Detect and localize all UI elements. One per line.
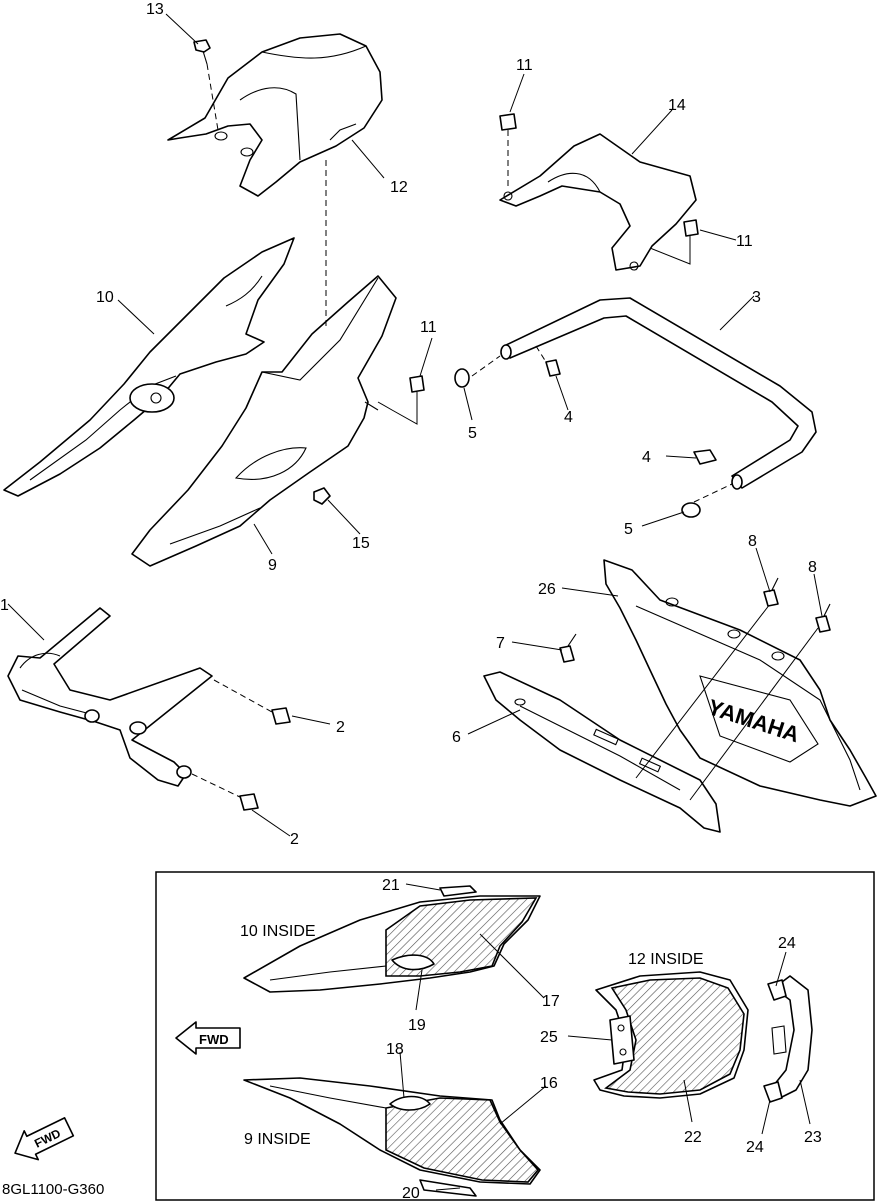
callout-9: 9 — [268, 557, 277, 574]
label-12-inside: 12 INSIDE — [628, 951, 704, 968]
callout-numbers: 13 12 10 11 14 11 11 3 5 4 4 5 15 9 1 2 … — [0, 1, 822, 1202]
part-6-bracket — [483, 603, 819, 833]
part-9-side-cover — [131, 275, 397, 567]
callout-11-right: 11 — [736, 233, 753, 250]
callout-10: 10 — [96, 289, 114, 306]
callout-15: 15 — [352, 535, 370, 552]
fwd-arrow-inset: FWD — [175, 1021, 241, 1055]
callout-7: 7 — [496, 635, 505, 652]
callout-17: 17 — [542, 993, 560, 1010]
part-21-strip — [439, 885, 477, 897]
inset-12-inside-view — [593, 971, 749, 1099]
callout-5-top: 5 — [468, 425, 477, 442]
fwd-label-inset: FWD — [199, 1032, 229, 1047]
inset-box — [155, 871, 875, 1201]
callout-3: 3 — [752, 289, 761, 306]
callout-18: 18 — [386, 1041, 404, 1058]
part-3-grab-bar — [471, 297, 817, 503]
callout-20: 20 — [402, 1185, 420, 1202]
part-15-bolt — [313, 487, 331, 505]
callout-19: 19 — [408, 1017, 426, 1034]
callout-16: 16 — [540, 1075, 558, 1092]
part-26-fender: YAMAHA — [603, 559, 877, 807]
part-10-side-cover — [3, 237, 295, 497]
part-8-rivet-a — [763, 577, 779, 607]
callout-13: 13 — [146, 1, 164, 18]
callout-23: 23 — [804, 1129, 822, 1146]
callout-2-top: 2 — [336, 719, 345, 736]
part-7-rivet — [559, 633, 577, 663]
inset-9-inside-view — [243, 1077, 541, 1185]
part-11-bolt-b — [499, 113, 517, 190]
callout-6: 6 — [452, 729, 461, 746]
callout-2-bottom: 2 — [290, 831, 299, 848]
leader-lines — [7, 13, 823, 837]
part-4-bolt-a — [535, 345, 561, 377]
diagram-code: 8GL1100-G360 — [2, 1181, 104, 1198]
callout-8-right: 8 — [808, 559, 817, 576]
part-8-rivet-b — [815, 603, 831, 633]
part-11-bolt-a — [377, 375, 425, 425]
part-2-bolt-b — [239, 793, 259, 811]
callout-14: 14 — [668, 97, 686, 114]
part-23-trim — [769, 975, 813, 1099]
callout-11-mid: 11 — [420, 319, 437, 336]
part-5-cap-a — [454, 368, 470, 388]
callout-5-mid: 5 — [624, 521, 633, 538]
callout-12: 12 — [390, 179, 408, 196]
callout-21: 21 — [382, 877, 400, 894]
callout-4-top: 4 — [564, 409, 573, 426]
label-9-inside: 9 INSIDE — [244, 1131, 311, 1148]
callout-22: 22 — [684, 1129, 702, 1146]
callout-8-left: 8 — [748, 533, 757, 550]
part-14-bracket — [499, 133, 697, 271]
part-2-bolt-a — [271, 707, 291, 725]
part-1-bracket — [7, 607, 273, 799]
callout-4-mid: 4 — [642, 449, 651, 466]
label-10-inside: 10 INSIDE — [240, 923, 316, 940]
part-5-cap-b — [681, 502, 701, 518]
callout-26: 26 — [538, 581, 556, 598]
callout-1: 1 — [0, 597, 9, 614]
callout-25: 25 — [540, 1029, 558, 1046]
callout-24-top: 24 — [778, 935, 796, 952]
callout-11-top: 11 — [516, 57, 533, 74]
part-13-screw — [193, 39, 219, 131]
inset-10-inside-view — [243, 895, 541, 1011]
inset-leader-lines — [399, 883, 811, 1191]
part-20-strip — [419, 1179, 477, 1197]
callout-24-bottom: 24 — [746, 1139, 764, 1156]
fwd-arrow-corner: FWD — [14, 1117, 75, 1161]
part-4-bolt-b — [693, 449, 717, 465]
part-24-clip-b — [763, 1081, 783, 1103]
part-12-seat-cowl — [167, 33, 383, 197]
